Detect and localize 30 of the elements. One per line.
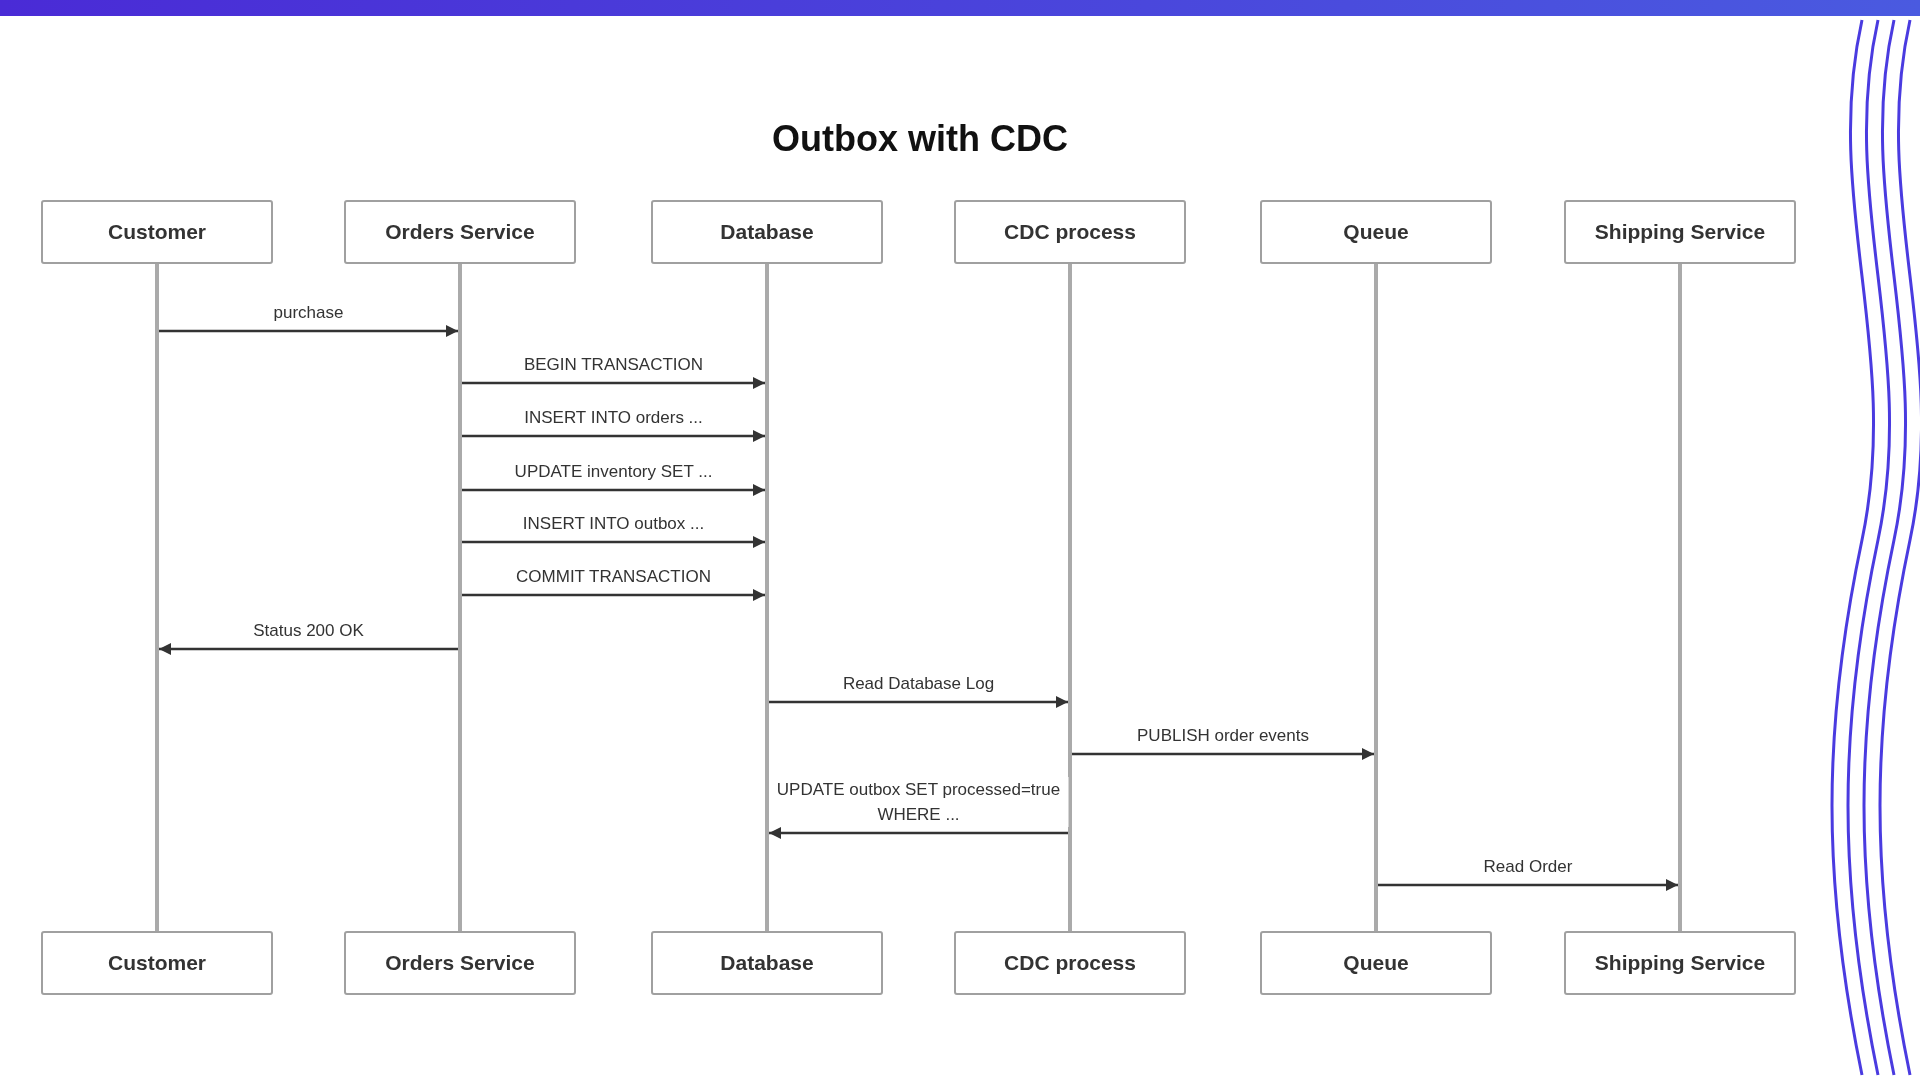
participant-box: Orders Service (344, 931, 576, 995)
message-arrow (159, 325, 458, 337)
message-arrow (769, 696, 1068, 708)
participant-box: CDC process (954, 200, 1186, 264)
lifeline (1374, 264, 1378, 931)
lifeline (765, 264, 769, 931)
participant-box: Customer (41, 931, 273, 995)
participant-box: Customer (41, 200, 273, 264)
message-arrow (462, 377, 765, 389)
participant-box: Queue (1260, 931, 1492, 995)
message-arrow (1072, 748, 1374, 760)
diagram-title: Outbox with CDC (771, 118, 1069, 160)
message-arrow (1378, 879, 1678, 891)
message-arrow (462, 536, 765, 548)
message-arrow (769, 827, 1068, 839)
participant-box: Queue (1260, 200, 1492, 264)
participant-box: Shipping Service (1564, 931, 1796, 995)
participant-box: Shipping Service (1564, 200, 1796, 264)
message-arrow (159, 643, 458, 655)
participant-box: Database (651, 931, 883, 995)
lifeline (155, 264, 159, 931)
lifeline (1678, 264, 1682, 931)
participant-box: Database (651, 200, 883, 264)
message-arrow (462, 589, 765, 601)
participant-box: Orders Service (344, 200, 576, 264)
message-arrow (462, 484, 765, 496)
lifeline (458, 264, 462, 931)
participant-box: CDC process (954, 931, 1186, 995)
message-arrow (462, 430, 765, 442)
lifeline (1068, 264, 1072, 931)
